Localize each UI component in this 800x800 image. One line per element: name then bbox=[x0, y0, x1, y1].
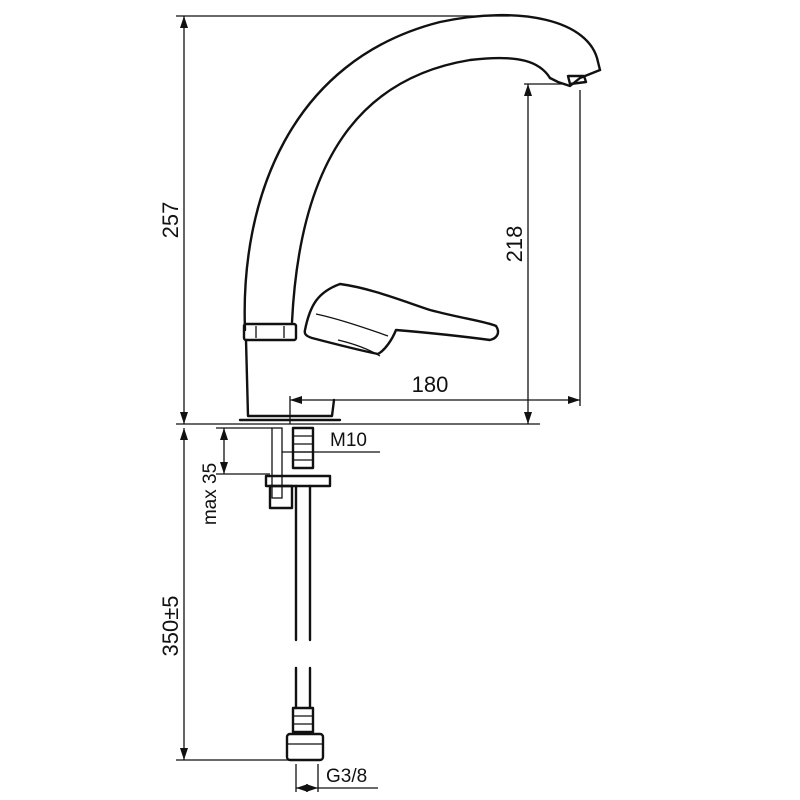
dimension-labels: 257 218 180 M10 max 35 350±5 G3/8 bbox=[158, 202, 527, 787]
lever-handle bbox=[303, 282, 500, 356]
mounting-plate bbox=[264, 474, 332, 488]
mounting-nut bbox=[268, 484, 294, 510]
lever-joint bbox=[315, 313, 389, 337]
arrowhead bbox=[180, 16, 188, 28]
label-max-thickness: max 35 bbox=[200, 463, 221, 525]
dimension-lines bbox=[176, 15, 581, 792]
arrowhead bbox=[296, 784, 308, 792]
lever-joint-lower bbox=[337, 339, 381, 357]
label-spout-height: 218 bbox=[502, 226, 527, 263]
arrowhead bbox=[306, 784, 318, 792]
arrowhead bbox=[290, 396, 302, 404]
arrowhead bbox=[524, 412, 532, 424]
label-total-height: 257 bbox=[158, 202, 183, 239]
connection-nut bbox=[285, 732, 325, 762]
label-connection: G3/8 bbox=[326, 766, 367, 787]
arrowhead bbox=[180, 412, 188, 424]
arrowhead bbox=[568, 396, 580, 404]
collar-ring bbox=[242, 322, 298, 342]
label-hose-length: 350±5 bbox=[158, 595, 183, 656]
threaded-rod bbox=[271, 427, 283, 499]
hose-coupling bbox=[291, 426, 315, 470]
arrowhead bbox=[220, 462, 228, 474]
hose-ferrule bbox=[291, 706, 315, 734]
arrowhead bbox=[524, 84, 532, 96]
faucet-body bbox=[238, 13, 602, 422]
label-thread: M10 bbox=[330, 430, 367, 451]
spout-outer-outline bbox=[243, 13, 602, 332]
arrowhead bbox=[220, 428, 228, 440]
arrowhead bbox=[180, 428, 188, 440]
spout-aerator bbox=[566, 74, 588, 86]
spout-inner-outline bbox=[290, 56, 552, 324]
mounting-assembly bbox=[264, 426, 332, 762]
label-spout-reach: 180 bbox=[412, 372, 449, 397]
spout-tip-outline bbox=[548, 68, 602, 88]
arrowhead bbox=[180, 748, 188, 760]
